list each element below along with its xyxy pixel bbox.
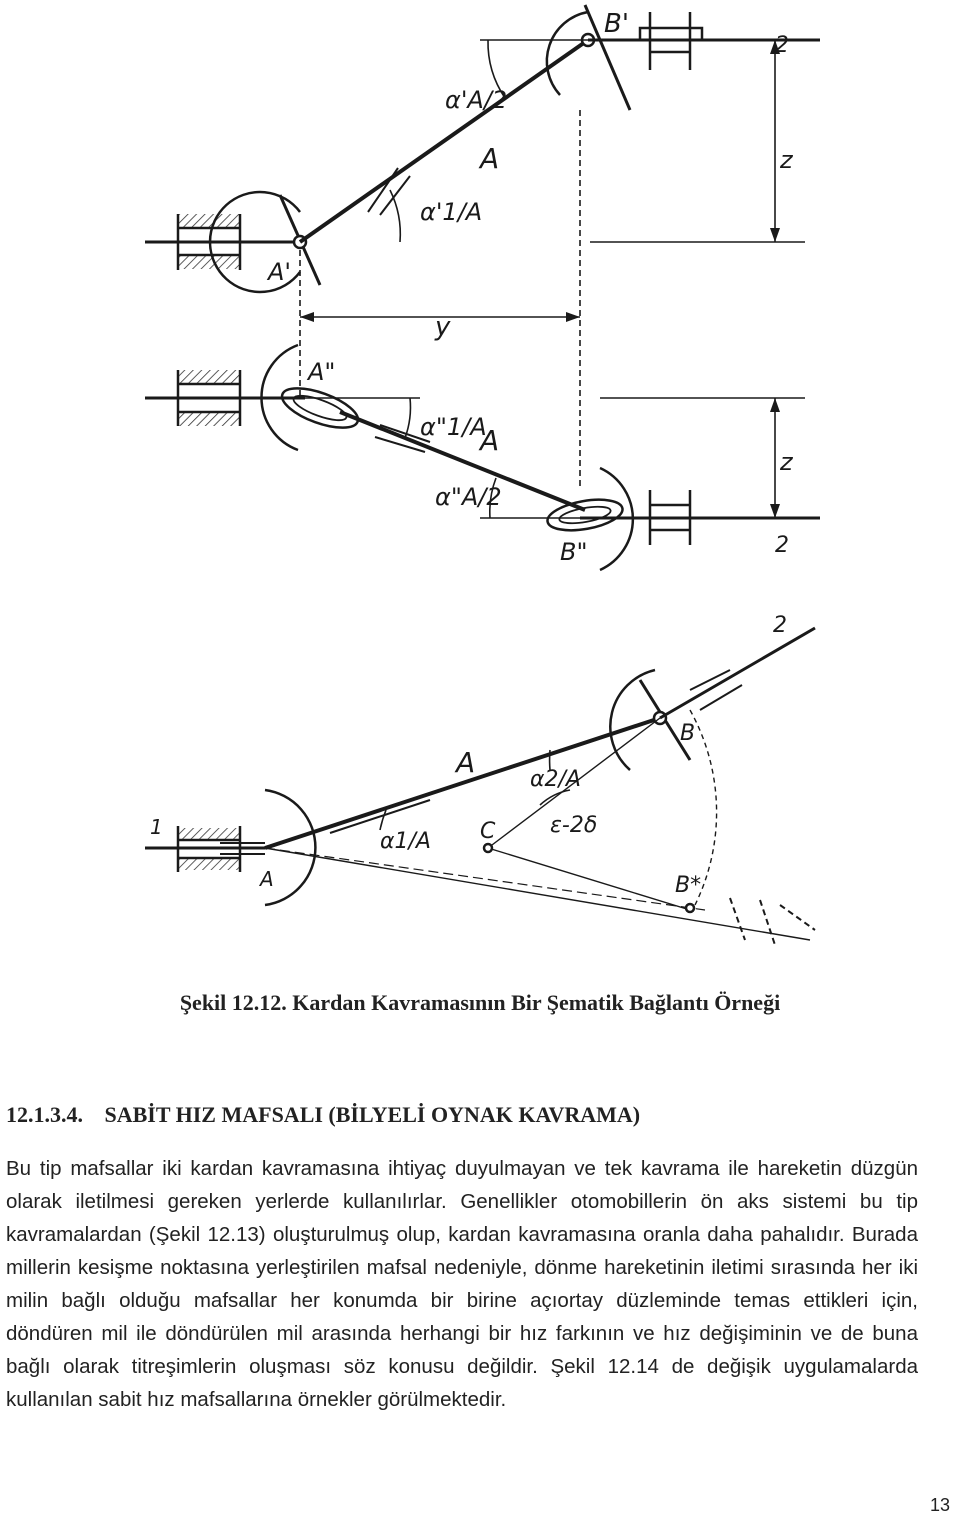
- label-alpha-prime-a2: α'A/2: [445, 86, 507, 114]
- label-alpha-double-a2: α"A/2: [435, 483, 502, 511]
- diagram-bottom: [145, 626, 816, 946]
- label-two-bottom: 2: [773, 613, 787, 638]
- label-a-prime: A': [266, 258, 291, 286]
- label-b-prime: B': [604, 9, 629, 39]
- figure-labels: B' 2 α'A/2 A z α'1/A A' y A" α"1/A A z α…: [150, 9, 794, 898]
- universal-joint-figure: B' 2 α'A/2 A z α'1/A A' y A" α"1/A A z α…: [130, 0, 830, 965]
- diagram-middle: [145, 343, 820, 572]
- label-alpha-2a: α2/A: [530, 767, 581, 792]
- label-alpha-prime-1a: α'1/A: [420, 198, 482, 226]
- label-a-mid: A: [478, 424, 499, 457]
- label-b-bottom: B: [680, 721, 695, 746]
- label-z: z: [779, 146, 794, 174]
- page-number: 13: [929, 1495, 950, 1515]
- section-number: 12.1.3.4.: [6, 1102, 83, 1127]
- dimension-y: [299, 110, 581, 490]
- label-a-small: A: [258, 867, 274, 891]
- label-b-star: B*: [675, 873, 701, 898]
- label-z-lower: z: [779, 448, 794, 476]
- diagram-top: [145, 4, 820, 294]
- label-c: C: [480, 819, 496, 844]
- label-a-top: A: [478, 142, 499, 175]
- label-a-double: A": [306, 358, 335, 386]
- label-one: 1: [150, 815, 163, 839]
- label-two-mid: 2: [775, 533, 789, 558]
- label-y: y: [434, 312, 451, 342]
- section-title: SABİT HIZ MAFSALI (BİLYELİ OYNAK KAVRAMA…: [104, 1102, 641, 1127]
- figure-caption: Şekil 12.12. Kardan Kavramasının Bir Şem…: [179, 990, 781, 1015]
- label-alpha-1a: α1/A: [380, 829, 431, 854]
- section-heading: 12.1.3.4. SABİT HIZ MAFSALI (BİLYELİ OYN…: [6, 1102, 640, 1128]
- label-two-top: 2: [775, 33, 789, 58]
- label-alpha-double-1a: α"1/A: [420, 413, 487, 441]
- label-eps: ε-2δ: [550, 813, 597, 838]
- label-a-bottom: A: [454, 746, 475, 779]
- body-paragraph: Bu tip mafsallar iki kardan kavramasına …: [6, 1157, 918, 1411]
- label-b-double: B": [560, 538, 588, 566]
